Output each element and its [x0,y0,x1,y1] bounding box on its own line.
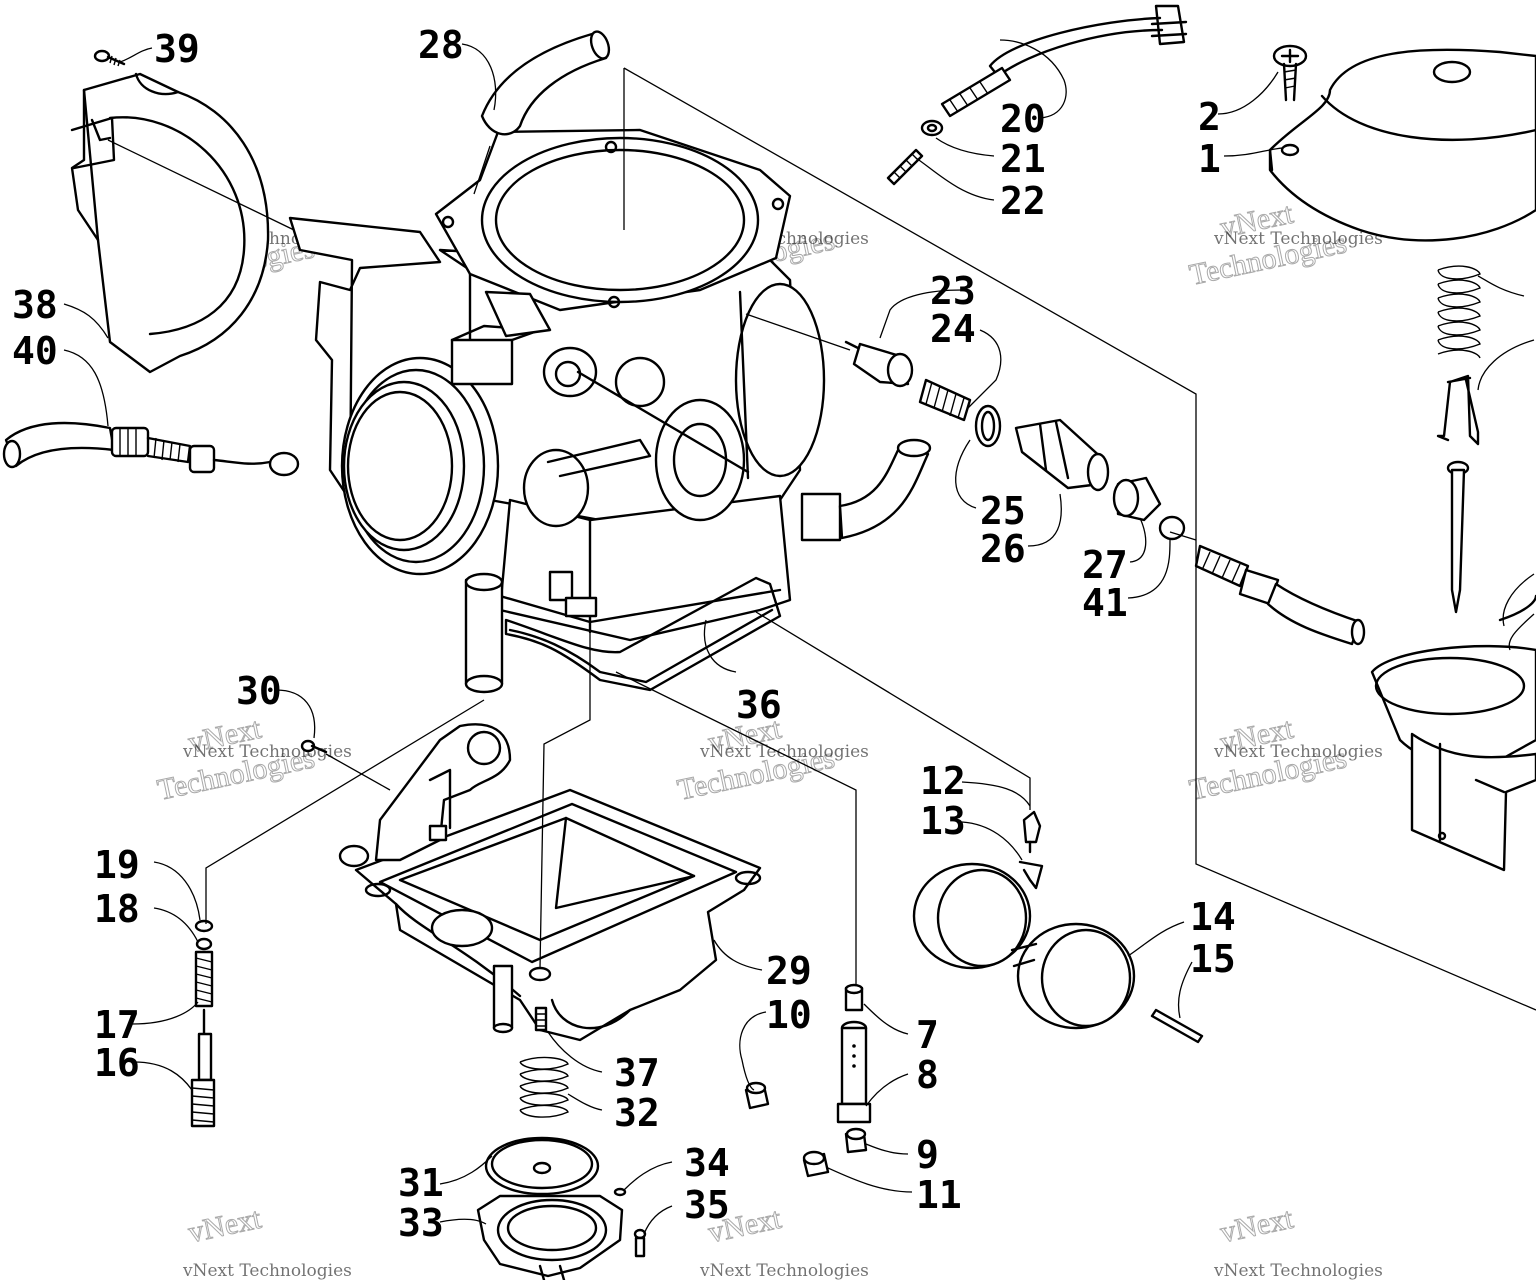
callout-29: 29 [766,949,812,993]
callout-37: 37 [614,1051,660,1095]
part-30-screw [300,739,328,754]
watermark-bottom-left: vNext [185,1201,265,1250]
part-right-spring [1437,265,1481,359]
watermark-text: vNext Technologies [699,1261,869,1280]
watermark-text: vNext Technologies [1213,229,1383,249]
part-float-arm [338,723,512,868]
part-33-cover [476,1194,624,1280]
callout-9: 9 [916,1133,939,1177]
watermark-text: vNext Technologies [1213,742,1383,762]
callout-35: 35 [684,1183,730,1227]
callout-20: 20 [1000,97,1046,141]
callout-21: 21 [1000,137,1046,181]
callout-32: 32 [614,1091,660,1135]
part-38-cover [70,72,270,374]
callout-2: 2 [1198,95,1221,139]
callout-7: 7 [916,1013,939,1057]
callout-labels: 2 1 20 21 22 23 24 25 26 27 41 28 39 38 … [12,23,1236,1245]
watermark-text: vNext Technologies [699,742,869,762]
callout-11: 11 [916,1173,962,1217]
part-34-washer [613,1187,627,1197]
callout-19: 19 [94,843,140,887]
watermark-text: vNext [185,1202,264,1250]
part-needle-clip [1436,374,1480,446]
part-9-jet [844,1127,868,1154]
watermark-text: vNext Technologies [182,1261,352,1280]
part-26-body [1014,418,1110,492]
watermark-text: vNext Technologies [1213,1261,1383,1280]
callout-41: 41 [1082,581,1128,625]
part-19-washer [194,919,214,933]
part-15-pin [1150,1008,1204,1044]
callout-27: 27 [1082,543,1128,587]
callout-34: 34 [684,1141,730,1185]
part-22-spring [886,148,924,186]
callout-1: 1 [1198,137,1221,181]
part-16-pilot-screw [190,1008,216,1128]
part-10-jet [744,1081,770,1110]
callout-25: 25 [980,489,1026,533]
part-32-spring [519,1056,569,1118]
callout-36: 36 [736,683,782,727]
part-choke-cable [1194,544,1366,646]
callout-22: 22 [1000,179,1046,223]
part-35-screw [633,1228,647,1258]
watermark-bottom-right: vNext [1217,1201,1297,1250]
part-41-plug [1158,515,1186,541]
part-20-cable [940,4,1188,118]
part-11-jet [802,1150,830,1178]
part-jet-needle [1446,460,1470,614]
part-1-top-cap [1268,48,1536,242]
part-7-jet [844,983,864,1012]
part-8-emulsion-tube [836,1020,872,1124]
callout-24: 24 [930,307,976,351]
watermark-text: vNext [1217,1202,1296,1250]
callout-30: 30 [236,669,282,713]
part-23-plunger [844,340,914,388]
callout-23: 23 [930,269,976,313]
callout-8: 8 [916,1053,939,1097]
part-13-clip [1018,860,1044,890]
part-25-oring [974,404,1002,448]
callout-26: 26 [980,527,1026,571]
part-27-cap [1112,476,1162,522]
part-31-diaphragm [484,1136,600,1196]
part-37-screw [534,1006,548,1032]
callout-33: 33 [398,1201,444,1245]
part-21-washer [920,119,944,137]
part-carburetor-body [288,128,932,694]
callout-14: 14 [1190,895,1236,939]
leader-lines [63,39,1536,1235]
callout-10: 10 [766,993,812,1037]
callout-15: 15 [1190,937,1236,981]
part-18-oring [195,937,213,951]
callout-40: 40 [12,329,58,373]
part-2-screw [1272,44,1308,102]
callout-31: 31 [398,1161,444,1205]
part-24-spring [918,378,972,422]
callout-13: 13 [920,799,966,843]
callout-38: 38 [12,283,58,327]
part-17-spring [194,950,214,1008]
part-slide [1370,594,1536,872]
part-12-needle-valve [1022,810,1042,854]
part-39-screw [93,49,126,67]
callout-39: 39 [154,27,200,71]
part-40-throttle-cable [2,421,300,477]
callout-12: 12 [920,759,966,803]
callout-16: 16 [94,1041,140,1085]
part-28-hose [480,30,611,136]
callout-28: 28 [418,23,464,67]
callout-17: 17 [94,1003,140,1047]
part-36-gasket [504,576,782,692]
callout-18: 18 [94,887,140,931]
part-14-float [912,862,1136,1030]
part-29-float-bowl [354,788,762,1042]
